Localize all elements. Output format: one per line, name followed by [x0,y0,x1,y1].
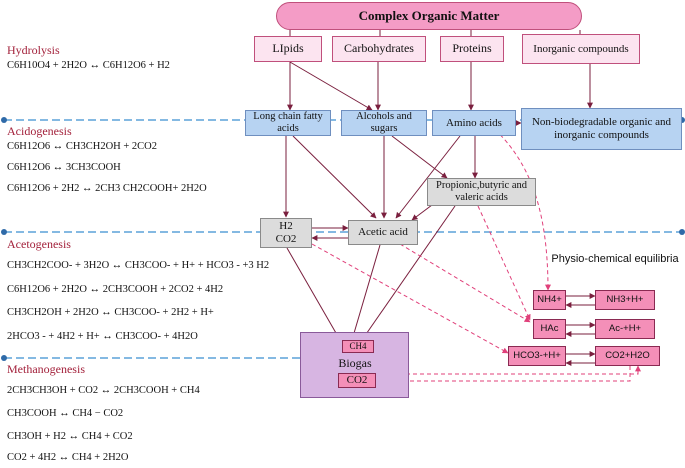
separator-dot [1,117,7,123]
non-biodegradable-node: Non-biodegradable organic and inorganic … [521,108,682,150]
co2-h2o-node: CO2+H2O [595,346,660,366]
arrow-amino-acetic [395,135,461,219]
stage-acidogenesis: Acidogenesis [7,124,72,138]
h2-co2-node: H2 CO2 [260,218,312,248]
equation-hydrolysis-1: C6H10O4 + 2H2O ↔ C6H12O6 + H2 [7,60,170,71]
h2-label: H2 [279,220,293,233]
carbohydrates-node: Carbohydrates [332,36,426,62]
nh3-node: NH3+H+ [595,290,655,310]
complex-organic-matter-node: Complex Organic Matter [276,2,582,30]
equation-acetogenesis-2: C6H12O6 + 2H2O ↔ 2CH3COOH + 2CO2 + 4H2 [7,284,224,295]
acetic-acid-node: Acetic acid [348,220,418,245]
nh4-node: NH4+ [533,290,566,310]
ac-node: Ac-+H+ [595,319,655,339]
arrow-alcohols-vfa [391,135,448,179]
equation-acetogenesis-1: CH3CH2COO- + 3H2O ↔ CH3COO- + H+ + HCO3 … [7,260,270,271]
arrow-lipids-alcohols [289,61,373,111]
dashed-acetic-hac [399,243,531,323]
physio-chemical-title: Physio-chemical equilibria [551,253,679,265]
equation-acetogenesis-4: 2HCO3 - + 4H2 + H+ ↔ CH3COO- + 4H2O [7,331,198,342]
biogas-ch4: CH4 [342,340,374,353]
hac-node: HAc [533,319,566,339]
co2-label: CO2 [275,233,297,245]
dashed-biogas-co2h2o [378,365,641,375]
arrow-lcfa-acetic [292,135,377,219]
separator-dot [1,355,7,361]
arrow-acetic-biogas [350,244,381,341]
equation-methanogenesis-3: CH3OH + H2 ↔ CH4 + CO2 [7,431,133,442]
stage-acetogenesis: Acetogenesis [7,237,71,251]
separator-dot [1,229,7,235]
equation-methanogenesis-2: CH3COOH ↔ CH4 − CO2 [7,408,124,419]
equation-methanogenesis-4: CO2 + 4H2 ↔ CH4 + 2H2O [7,452,129,463]
equation-methanogenesis-1: 2CH3CH3OH + CO2 ↔ 2CH3COOH + CH4 [7,385,200,396]
arrow-vfa-biogas [361,205,456,341]
equation-acidogenesis-3: C6H12O6 + 2H2 ↔ 2CH3 CH2COOH+ 2H2O [7,183,207,194]
lipids-node: LIpids [254,36,322,62]
separator-dot [679,229,685,235]
stage-methanogenesis: Methanogenesis [7,362,85,376]
hco3-node: HCO3-+H+ [508,346,566,366]
biogas-co2: CO2 [338,373,376,388]
biogas-label: Biogas [338,355,372,370]
equation-acetogenesis-3: CH3CH2OH + 2H2O ↔ CH3COO- + 2H2 + H+ [7,307,214,318]
inorganic-compounds-node: Inorganic compounds [522,34,640,64]
arrow-h2-biogas [286,247,341,341]
equation-acidogenesis-2: C6H12O6 ↔ 3CH3COOH [7,162,121,173]
arrow-vfa-acetic [411,204,433,221]
equation-acidogenesis-1: C6H12O6 ↔ CH3CH2OH + 2CO2 [7,141,158,152]
dashed-co2-hco3 [311,243,509,354]
dashed-vfa-hac [477,205,531,321]
long-chain-fatty-acids-node: Long chain fatty acids [245,110,331,136]
propionic-butyric-valeric-node: Propionic,butyric and valeric acids [427,178,536,206]
alcohols-sugars-node: Alcohols and sugars [341,110,427,136]
stage-hydrolysis: Hydrolysis [7,43,60,57]
proteins-node: Proteins [440,36,504,62]
amino-acids-node: Amino acids [432,110,516,136]
dashed-co2h2o-biogas [377,366,631,384]
